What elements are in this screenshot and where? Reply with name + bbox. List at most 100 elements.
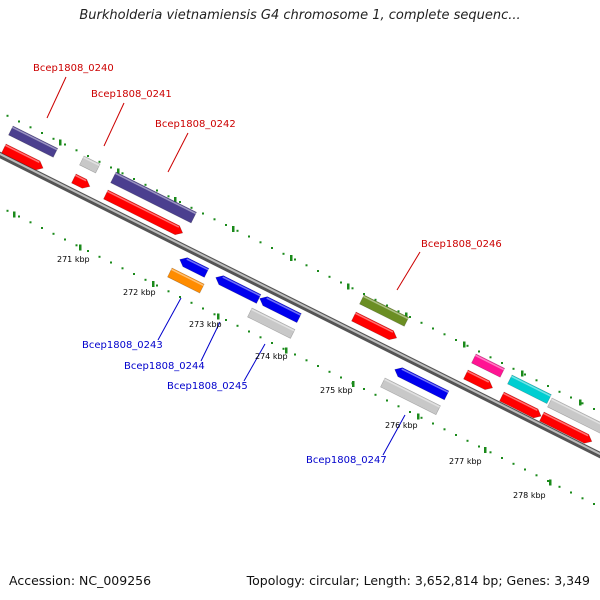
tick-dot [213,218,216,221]
gene-label[interactable]: Bcep1808_0246 [421,239,502,250]
gene-label[interactable]: Bcep1808_0243 [82,340,163,351]
tick-mark [152,281,155,287]
tick-dot [386,399,388,402]
tick-dot [443,428,446,431]
tick-dot [167,290,170,293]
tick-dot [6,114,9,117]
gene-labels: Bcep1808_0240Bcep1808_0241Bcep1808_0242B… [33,63,502,466]
tick-mark [484,447,487,453]
tick-dot [501,457,503,459]
gene-gray-e [547,397,600,435]
tick-dot [144,183,147,186]
tick-dot [374,298,377,301]
tick-dot [52,137,55,140]
leader-line [46,76,67,119]
tick-dot [466,344,469,347]
tick-dot [455,339,457,341]
tick-dot [110,261,112,264]
gene-0241-track [79,155,101,174]
gene-0240-cds [1,143,44,171]
tick-dot [282,347,285,350]
tick-dot [294,258,296,261]
tick-dot [282,252,285,255]
tick-dot [374,393,377,396]
tick-dot [64,143,66,146]
tick-dot [340,281,342,284]
tick-dot [167,195,170,198]
tick-dot [121,172,124,175]
gene-0246-cds [351,311,398,341]
tick-dot [6,209,9,212]
tick-dot [363,388,365,390]
gene-label[interactable]: Bcep1808_0241 [91,89,172,100]
tick-dot [593,503,595,505]
kbp-tick-label: 272 kbp [123,288,156,297]
leader-line [200,321,221,362]
accession-text: Accession: NC_009256 [9,573,152,588]
tick-mark [217,313,220,320]
gene-blue-b [259,296,302,324]
tick-dot [133,273,135,275]
tick-dot [259,241,262,244]
tick-dot [52,232,55,235]
tick-dot [98,255,101,258]
gene-blue-a [179,257,210,278]
topology-summary-text: Topology: circular; Length: 3,652,814 bp… [246,573,590,588]
tick-dot [570,491,572,494]
tick-dot [259,336,262,339]
tick-dot [466,439,469,442]
leader-line [382,414,406,456]
leader-line [243,343,266,382]
tick-dot [455,434,457,436]
gene-cyan [507,374,552,405]
chromosome-backbone [0,151,600,459]
leader-line [157,297,182,341]
tick-dot [271,342,273,344]
tick-dot [397,405,400,408]
gene-0241-cds [71,173,91,189]
tick-dot [179,296,181,298]
tick-dot [570,396,572,399]
tick-dot [248,235,250,238]
tick-dot [41,132,43,134]
tick-dot [317,270,319,272]
lower-tick-row [6,209,595,505]
gene-blue-c [394,367,450,401]
tick-mark [174,197,177,203]
tick-dot [271,247,273,249]
tick-dot [110,166,112,169]
gene-label[interactable]: Bcep1808_0244 [124,361,205,372]
tick-dot [18,215,20,218]
kbp-tick-label: 278 kbp [513,491,546,500]
gene-label[interactable]: Bcep1808_0247 [306,455,387,466]
tick-dot [443,333,446,336]
gene-red-e [499,391,542,419]
tick-dot [558,390,561,393]
gene-0240-track [8,125,59,158]
tick-mark [285,347,288,354]
tick-dot [75,149,78,152]
tick-dot [18,120,20,123]
gene-label[interactable]: Bcep1808_0242 [155,119,236,130]
tick-dot [328,370,331,373]
tick-dot [420,321,423,324]
tick-dot [558,485,561,488]
tick-dot [156,189,158,192]
tick-dot [581,402,584,405]
gene-label[interactable]: Bcep1808_0240 [33,63,114,74]
tick-dot [87,250,89,252]
tick-dot [98,160,101,163]
label-leader-lines [46,76,421,456]
gene-label[interactable]: Bcep1808_0245 [167,381,248,392]
tick-dot [489,356,492,359]
tick-dot [213,313,216,316]
tick-dot [317,365,319,367]
tick-dot [512,367,515,370]
gene-red-d [463,369,494,390]
gene-0244 [215,275,262,304]
tick-dot [489,451,492,454]
tick-mark [13,211,16,218]
gene-red-f [539,411,593,444]
